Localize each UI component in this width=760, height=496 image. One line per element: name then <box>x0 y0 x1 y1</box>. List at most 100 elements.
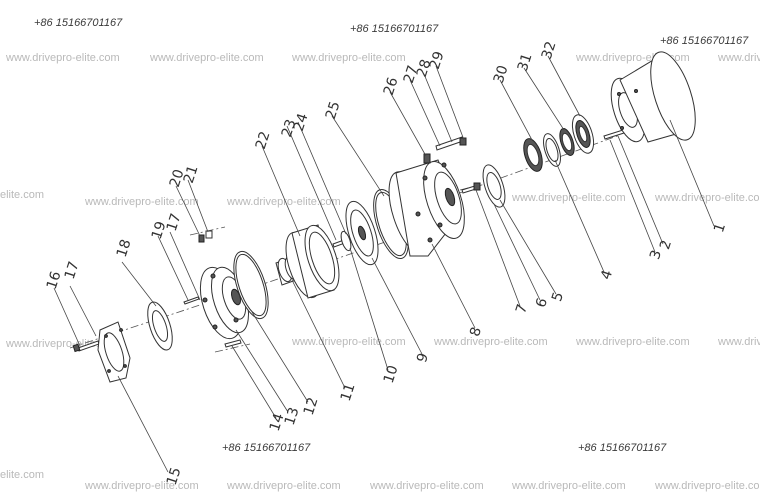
leader-11 <box>291 279 346 389</box>
watermark: www.drivepro-elite.com <box>511 192 626 204</box>
bolt-part-2-3 <box>603 129 625 140</box>
watermark: www.drivepro-elite.com <box>84 480 199 492</box>
stud-part-7 <box>461 182 481 194</box>
gasket-part-18 <box>147 301 173 351</box>
part-label-7: 7 <box>513 302 531 315</box>
part-label-18: 18 <box>114 237 135 259</box>
phone-number: +86 15166701167 <box>350 23 439 35</box>
leader-19 <box>157 235 189 301</box>
leader-12 <box>251 311 309 403</box>
leader-32 <box>547 55 581 117</box>
leader-13 <box>235 329 289 413</box>
leader-25 <box>331 115 385 197</box>
leader-29 <box>435 65 465 141</box>
watermark: www.drivepro-elite.com <box>654 480 760 492</box>
axis-segment <box>214 343 251 353</box>
watermark: www.drivepro-elite.com <box>369 480 484 492</box>
watermark: elite.com <box>0 189 44 201</box>
part-label-9: 9 <box>414 351 432 364</box>
phone-number: +86 15166701167 <box>222 442 311 454</box>
leader-26 <box>389 91 427 157</box>
part-label-29: 29 <box>427 49 448 71</box>
part-label-15: 15 <box>164 465 185 487</box>
fitting-part-26-29 <box>423 136 467 164</box>
part-label-14: 14 <box>267 411 288 433</box>
leader-15 <box>117 375 169 473</box>
leader-18 <box>121 261 157 307</box>
leader-10 <box>349 247 389 371</box>
leader-23 <box>286 125 337 241</box>
watermark: www.drivepro-elite.com <box>226 196 341 208</box>
leader-2 <box>617 135 664 245</box>
leader-28 <box>423 73 453 143</box>
watermark: www.drivepro-elite.com <box>5 52 120 64</box>
fitting-part-20-21 <box>198 230 213 243</box>
leader-30 <box>499 79 533 141</box>
part-label-27: 27 <box>401 63 422 85</box>
bearing-part-5-6 <box>482 164 506 208</box>
main-housing-part-8 <box>388 159 465 257</box>
leader-14 <box>231 345 277 419</box>
part-label-13: 13 <box>282 405 303 427</box>
leader-22 <box>261 145 301 237</box>
phone-number: +86 15166701167 <box>660 35 749 47</box>
part-label-19: 19 <box>149 219 170 241</box>
part-label-21: 21 <box>181 163 202 185</box>
oring-part-12 <box>233 250 269 320</box>
leader-8 <box>431 243 476 329</box>
phone-number-layer: +86 15166701167 +86 15166701167 +86 1516… <box>34 17 749 454</box>
part-label-20: 20 <box>167 167 188 189</box>
phone-number: +86 15166701167 <box>34 17 123 29</box>
leader-17a <box>69 285 97 337</box>
leader-16 <box>53 287 81 347</box>
leader-24 <box>297 121 347 235</box>
watermark: www.drivepro-elite.com <box>654 192 760 204</box>
part-label-10: 10 <box>381 363 402 385</box>
watermark: www.drivepro-elite.com <box>291 52 406 64</box>
watermark: www.drivepro-elite.com <box>291 336 406 348</box>
cover-plate-part-15 <box>97 321 131 383</box>
part-label-12: 12 <box>301 395 322 417</box>
output-flange-part-1 <box>610 51 696 143</box>
watermark: www.drivepro-elite.com <box>149 52 264 64</box>
bearing-part-30 <box>523 138 543 172</box>
leader-1 <box>669 119 715 227</box>
watermark: www.drive <box>717 52 760 64</box>
part-label-17b: 17 <box>164 211 185 233</box>
leader-20 <box>175 185 201 237</box>
watermark: www.drivepro-elite.com <box>226 480 341 492</box>
part-label-23: 23 <box>279 117 300 139</box>
leader-6 <box>493 203 541 301</box>
leader-27 <box>409 79 441 147</box>
part-label-25: 25 <box>323 99 344 121</box>
leader-lines <box>53 55 715 473</box>
bolt-part-19 <box>183 296 200 305</box>
watermark: www.drive <box>717 336 760 348</box>
leader-17b <box>169 231 201 301</box>
part-label-11: 11 <box>338 381 359 403</box>
part-label-4: 4 <box>598 268 616 282</box>
watermark: elite.com <box>0 469 44 481</box>
part-label-28: 28 <box>414 57 435 79</box>
leader-4 <box>554 159 605 273</box>
ring-gear-part-22 <box>285 224 340 299</box>
gear-part-9 <box>345 200 379 266</box>
part-label-32: 32 <box>539 39 560 61</box>
watermark: www.drivepro-elite.com <box>511 480 626 492</box>
ring-part-31 <box>559 128 575 156</box>
leader-3 <box>609 139 656 253</box>
part-label-5: 5 <box>549 290 567 303</box>
leader-9 <box>371 257 423 355</box>
axis-segment <box>69 304 201 349</box>
watermark: www.drivepro-elite.com <box>433 336 548 348</box>
part-label-1: 1 <box>711 221 729 234</box>
leader-21 <box>187 179 209 233</box>
leader-31 <box>523 67 565 131</box>
snap-ring-part-4 <box>543 133 561 167</box>
part-label-16: 16 <box>44 269 65 291</box>
pin-part-23-24 <box>332 230 352 252</box>
bearing-part-32 <box>571 114 595 154</box>
leader-5 <box>499 199 557 295</box>
